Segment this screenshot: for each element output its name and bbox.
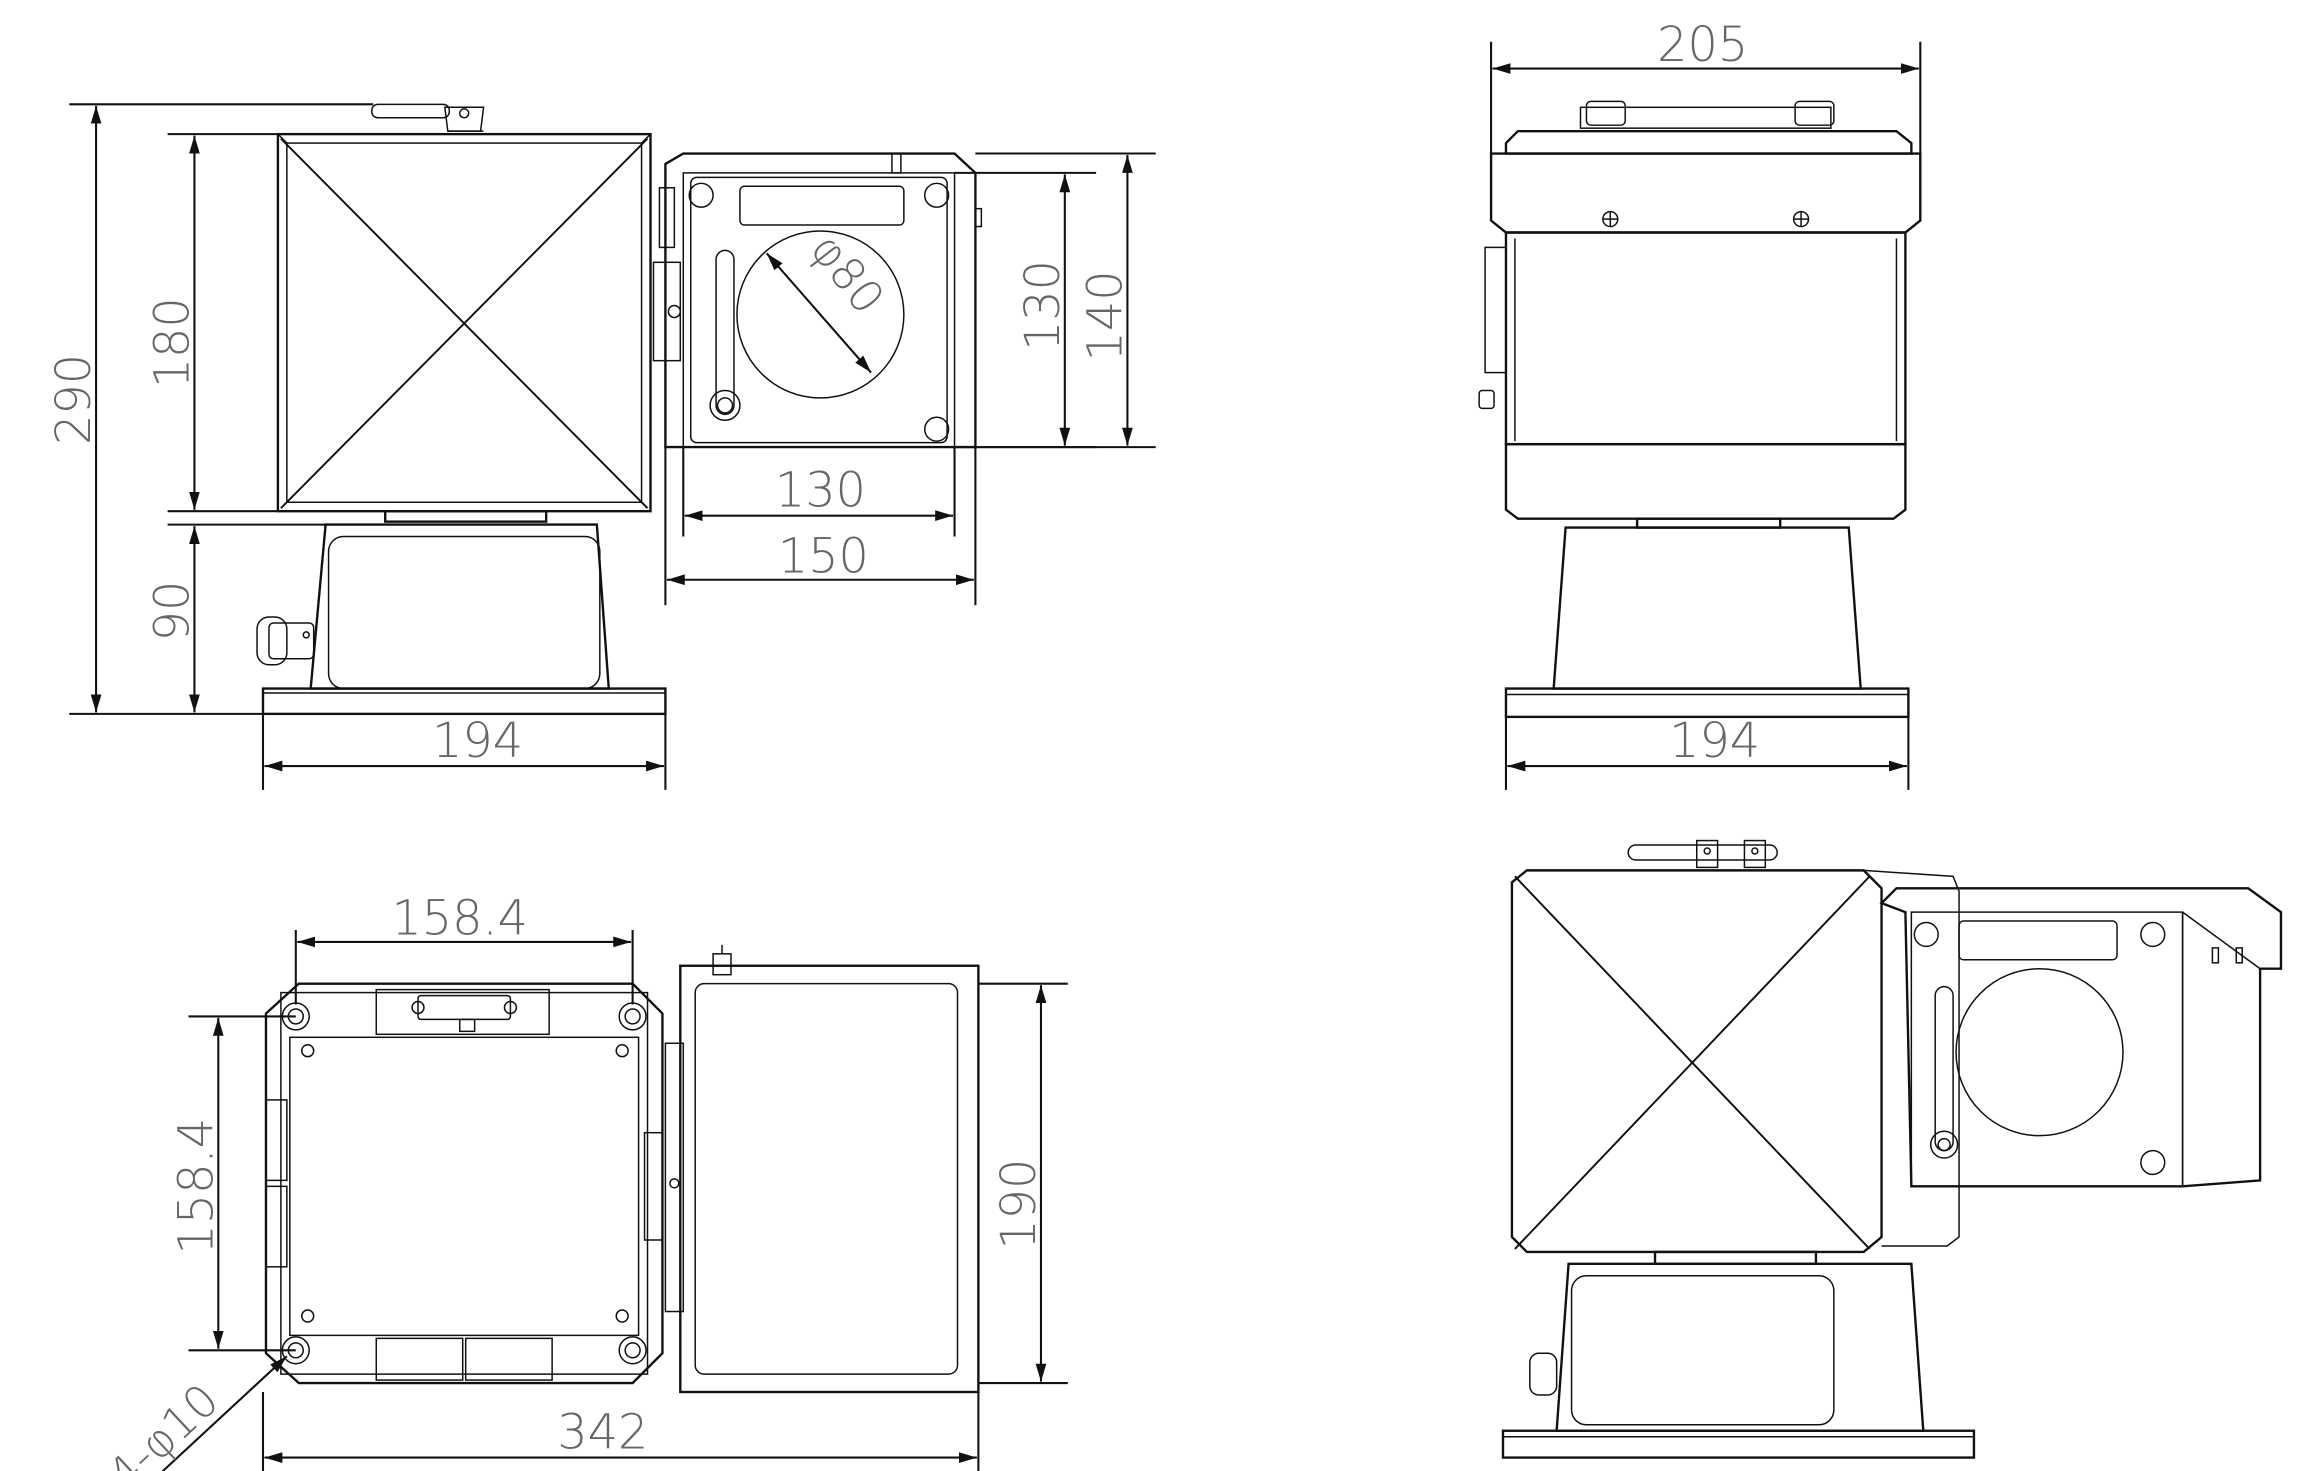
front-handle bbox=[371, 103, 485, 132]
front-head-box bbox=[276, 132, 652, 513]
dim-bottom-158-y: 158.4 bbox=[169, 1015, 296, 1352]
front-base bbox=[256, 510, 667, 716]
dim-label-194-front: 194 bbox=[432, 714, 523, 769]
dim-front-130-horizontal: 130 bbox=[682, 447, 956, 537]
dim-side-205: 205 bbox=[1490, 18, 1922, 154]
iso-handle bbox=[1627, 839, 1778, 869]
dim-side-194: 194 bbox=[1504, 714, 1910, 790]
dim-label-holes: 4-φ10 bbox=[97, 1373, 229, 1471]
dim-bottom-342: 342 bbox=[261, 1392, 980, 1471]
dim-front-140: 140 bbox=[975, 152, 1156, 449]
dim-label-290: 290 bbox=[47, 354, 102, 445]
dim-label-190: 190 bbox=[992, 1159, 1047, 1250]
iso-camera bbox=[1879, 887, 2283, 1188]
dim-label-90: 90 bbox=[145, 581, 200, 642]
side-head bbox=[1478, 100, 1922, 520]
side-base bbox=[1504, 517, 1910, 719]
dim-label-158-x: 158.4 bbox=[391, 891, 528, 946]
bottom-base-plate bbox=[264, 982, 664, 1385]
dim-front-90: 90 bbox=[145, 523, 326, 713]
dim-label-194-side: 194 bbox=[1669, 714, 1760, 769]
dim-front-290: 290 bbox=[47, 103, 374, 715]
dim-bottom-190: 190 bbox=[978, 982, 1068, 1385]
dim-front-phi80: φ80 bbox=[765, 223, 895, 374]
dim-label-158-y: 158.4 bbox=[169, 1118, 224, 1255]
dim-front-150: 150 bbox=[664, 447, 977, 606]
dim-bottom-holes: 4-φ10 bbox=[97, 1355, 288, 1471]
iso-head bbox=[1510, 869, 1960, 1254]
iso-base bbox=[1501, 1250, 1976, 1459]
front-view: 290 180 90 194 130 bbox=[47, 103, 1156, 790]
isometric-view bbox=[1501, 839, 2283, 1459]
dim-label-130-vertical: 130 bbox=[1016, 260, 1071, 351]
dim-label-150: 150 bbox=[778, 529, 869, 584]
dim-label-140: 140 bbox=[1078, 270, 1133, 361]
dim-front-194: 194 bbox=[261, 713, 667, 790]
dim-bottom-158-x: 158.4 bbox=[294, 891, 634, 1005]
side-view: 205 194 bbox=[1478, 18, 1922, 790]
bottom-camera-body bbox=[643, 944, 980, 1394]
front-camera-housing bbox=[652, 152, 983, 449]
dim-label-180: 180 bbox=[145, 297, 200, 388]
dim-label-342: 342 bbox=[557, 1406, 648, 1461]
dim-label-205: 205 bbox=[1657, 18, 1748, 73]
dim-front-180: 180 bbox=[145, 133, 278, 513]
bottom-view: 158.4 158.4 190 342 4-φ10 bbox=[97, 891, 1068, 1471]
dim-label-130-horizontal: 130 bbox=[775, 464, 866, 519]
